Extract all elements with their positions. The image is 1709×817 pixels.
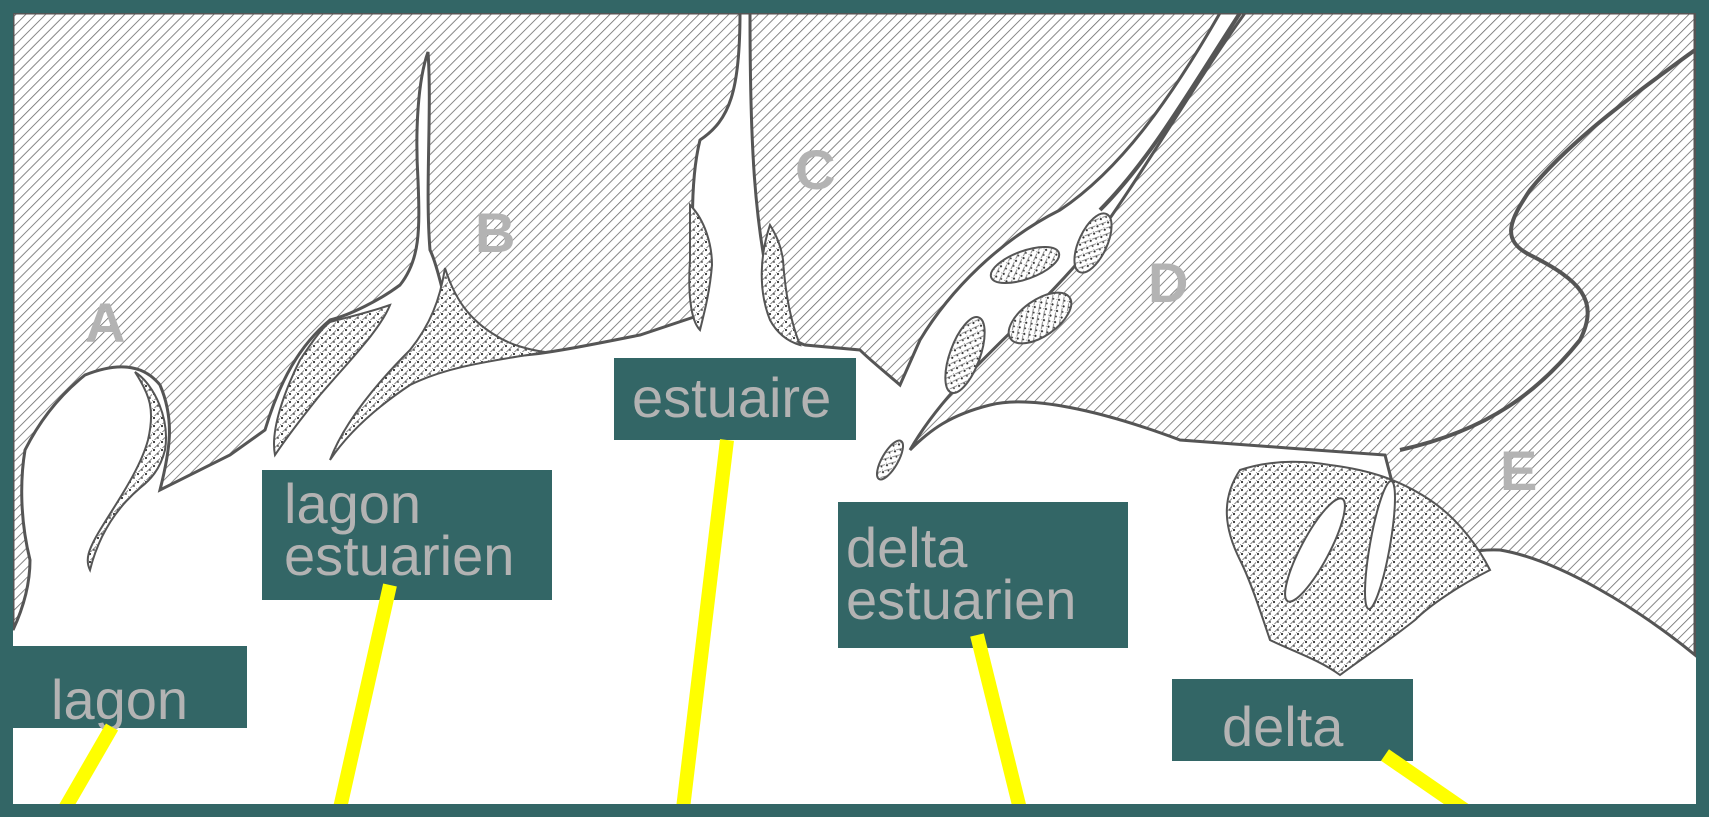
pointer-estuaire	[682, 440, 727, 817]
pointer-delta-estuarien	[977, 635, 1022, 817]
pointer-lagon-estuarien	[338, 585, 390, 817]
pointer-lagon	[60, 727, 112, 817]
pointer-delta	[1385, 755, 1475, 817]
